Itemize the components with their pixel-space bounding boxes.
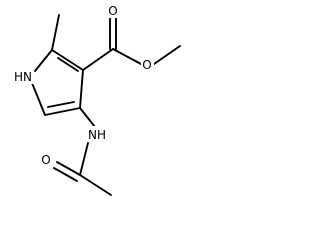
bond-c2-methyl [51,14,60,51]
bond-amide-c-methyl [79,174,112,196]
bond-ester-c-o-single [112,48,142,65]
bond-c2-c3 [51,49,84,71]
bond-c2-c3-double [57,57,79,72]
atom-amide-nh-label: NH [88,128,106,142]
atom-amide-carbonyl-o: O [40,152,53,167]
molecule-structure-diagram: HN O O NH O [12,3,181,196]
bond-c5-n1 [31,82,46,116]
bond-amide-c-o-double-b [53,167,78,182]
atom-ring-nh: HN [12,68,34,84]
atom-amide-nh: NH [86,126,108,142]
atom-ring-nh-label: HN [14,70,32,84]
bond-c3-ester-c [82,48,114,71]
atom-amide-carbonyl-o-label: O [41,153,50,167]
atom-ester-ether-o-label: O [142,58,151,72]
bond-c3-c4 [79,69,84,109]
bond-c4-c5 [44,107,81,116]
bond-n1-c2 [34,49,53,72]
bond-amide-c-o-double-a [56,161,81,176]
atom-ester-carbonyl-o: O [107,3,119,18]
bond-o-methyl [153,45,181,65]
atom-ester-carbonyl-o-label: O [108,4,117,18]
bond-c4-amide-n [79,107,96,128]
bond-c4-c5-double [47,101,75,108]
atom-ester-ether-o: O [141,57,154,72]
bond-amide-n-c [79,142,89,176]
